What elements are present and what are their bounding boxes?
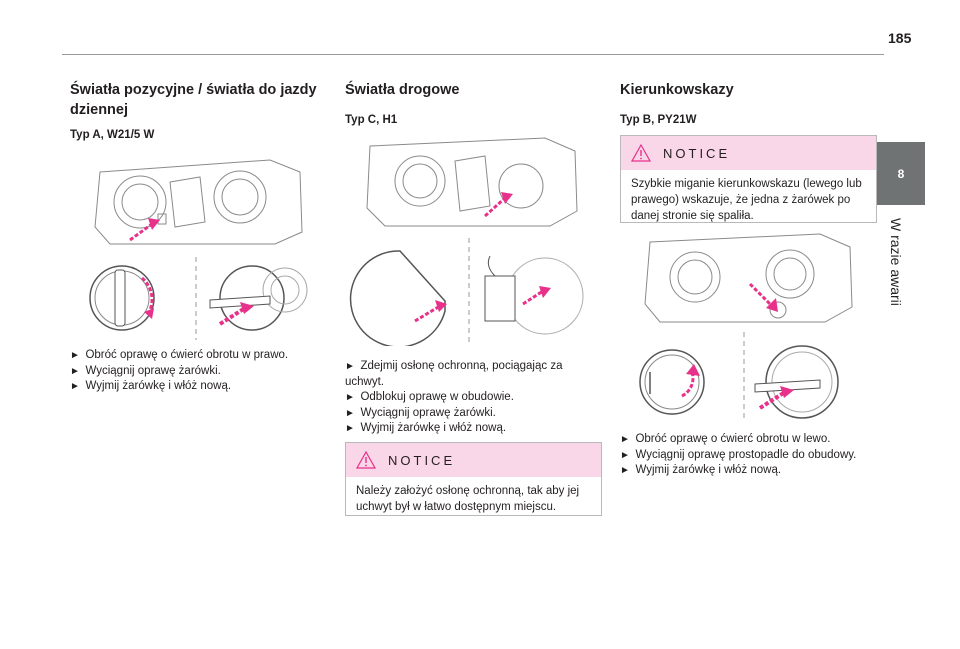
bulb-type: Typ B, PY21W <box>620 114 697 126</box>
column-indicators: Kierunkowskazy Typ B, PY21W <box>620 80 876 126</box>
bulb-type: Typ C, H1 <box>345 114 398 126</box>
notice-text: Należy założyć osłonę ochronną, tak aby … <box>356 485 580 513</box>
chapter-title: W razie awarii <box>888 218 904 306</box>
step-item: Wyjmij żarówkę i włóż nową. <box>345 421 601 437</box>
headlight-illustration-3 <box>620 232 876 424</box>
step-item: Obróć oprawę o ćwierć obrotu w lewo. <box>620 432 876 448</box>
column-high-beam: Światła drogowe Typ C, H1 <box>345 80 601 126</box>
step-item: Obróć oprawę o ćwierć obrotu w prawo. <box>70 348 328 364</box>
warning-triangle-icon <box>631 144 651 162</box>
section-heading: Światła drogowe <box>345 82 460 98</box>
section-heading: Kierunkowskazy <box>620 82 734 98</box>
page-number: 185 <box>888 30 912 46</box>
notice-box-high-beam: NOTICE Należy założyć osłonę ochronną, t… <box>345 442 602 516</box>
chapter-tab[interactable]: 8 <box>877 142 925 205</box>
step-item: Zdejmij osłonę ochronną, pociągając za u… <box>345 359 601 390</box>
step-item: Wyciągnij oprawę żarówki. <box>345 406 601 422</box>
steps-list-3: Obróć oprawę o ćwierć obrotu w lewo. Wyc… <box>620 432 876 479</box>
steps-list-2: Zdejmij osłonę ochronną, pociągając za u… <box>345 359 601 437</box>
step-item: Odblokuj oprawę w obudowie. <box>345 390 601 406</box>
warning-triangle-icon <box>356 451 376 469</box>
column-position-lights: Światła pozycyjne / światła do jazdy dzi… <box>70 80 328 141</box>
step-item: Wyjmij żarówkę i włóż nową. <box>620 463 876 479</box>
notice-text: Szybkie miganie kierunkowskazu (lewego l… <box>631 178 862 222</box>
notice-header: NOTICE <box>346 443 601 477</box>
step-item: Wyjmij żarówkę i włóż nową. <box>70 379 328 395</box>
step-item: Wyciągnij oprawę żarówki. <box>70 364 328 380</box>
section-heading: Światła pozycyjne / światła do jazdy dzi… <box>70 82 317 118</box>
notice-title: NOTICE <box>663 145 731 161</box>
step-item: Wyciągnij oprawę prostopadle do obudowy. <box>620 448 876 464</box>
notice-title: NOTICE <box>388 452 456 468</box>
bulb-type: Typ A, W21/5 W <box>70 129 155 141</box>
headlight-illustration-1 <box>70 152 328 342</box>
steps-list-1: Obróć oprawę o ćwierć obrotu w prawo. Wy… <box>70 348 328 395</box>
headlight-illustration-2 <box>345 136 601 346</box>
top-rule <box>62 54 884 55</box>
notice-box-indicators: NOTICE Szybkie miganie kierunkowskazu (l… <box>620 135 877 223</box>
notice-header: NOTICE <box>621 136 876 170</box>
